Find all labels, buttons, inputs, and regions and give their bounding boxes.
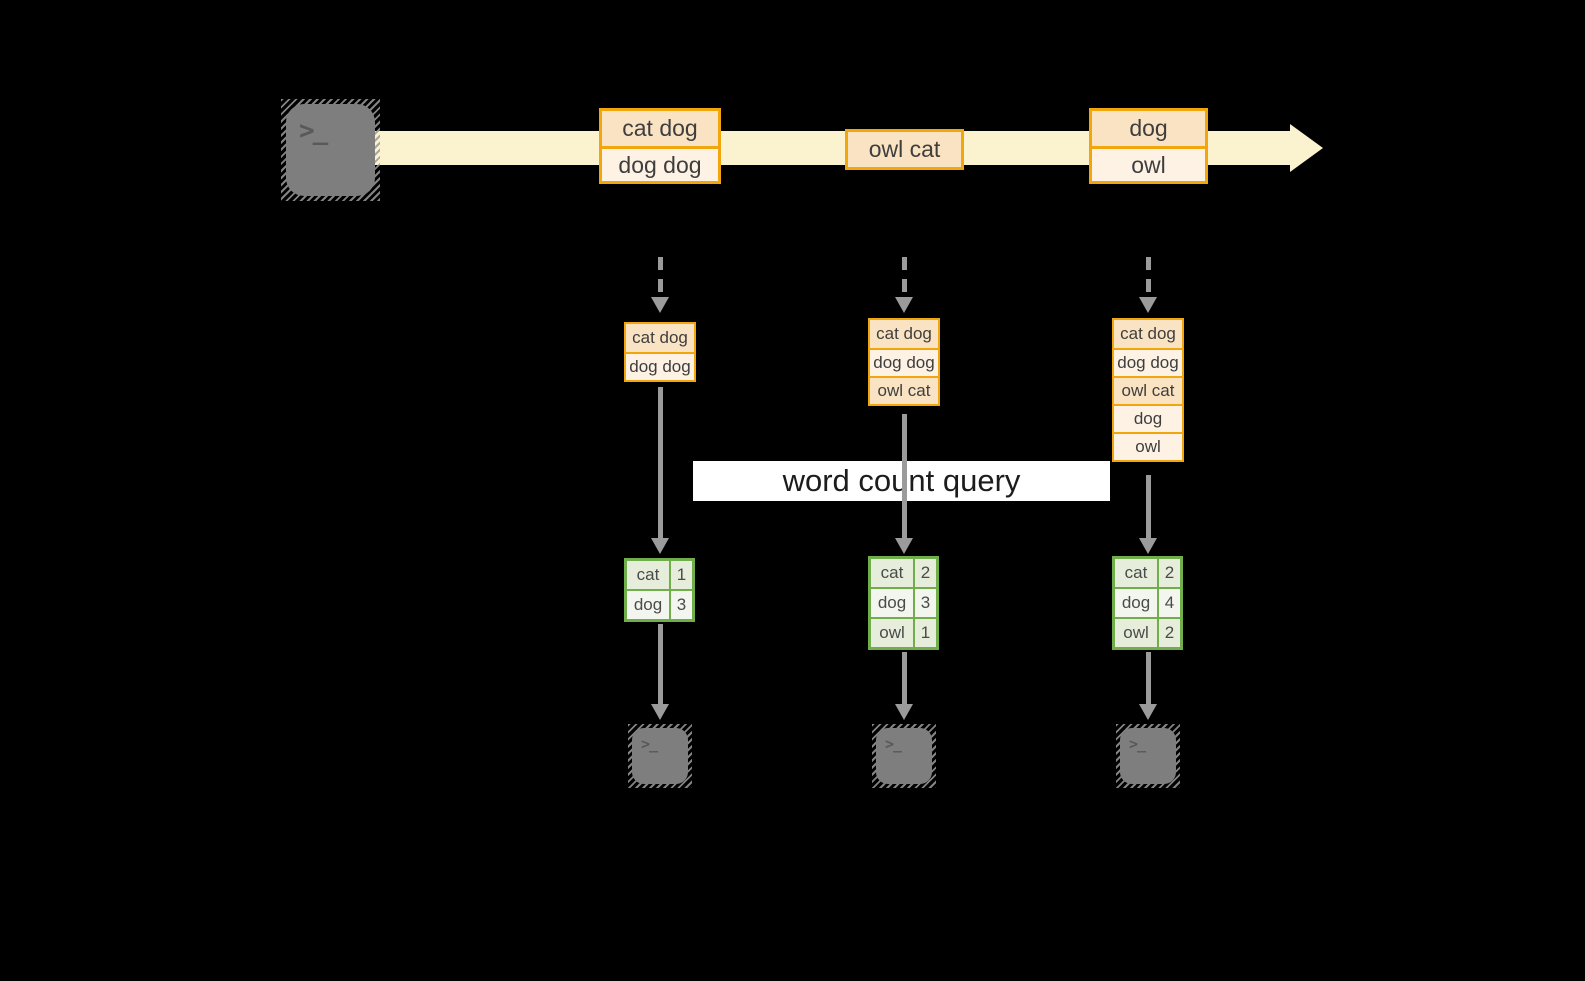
- state-cell: owl cat: [1114, 376, 1182, 404]
- query-arrow-1: [658, 387, 663, 538]
- output-terminal-icon-1: >_: [628, 724, 692, 788]
- batch-arrowhead-2: [895, 297, 913, 313]
- terminal-body: >_: [286, 104, 375, 196]
- source-terminal-icon: >_: [281, 99, 380, 201]
- query-arrowhead-1: [651, 538, 669, 554]
- state-cell: owl cat: [870, 376, 938, 404]
- query-arrow-3: [1146, 475, 1151, 538]
- state-stack-1: cat dog dog dog: [624, 322, 696, 382]
- state-cell: cat dog: [626, 324, 694, 352]
- word-count-table-3: cat 2 dog 4 owl 2: [1112, 556, 1183, 650]
- table-row: cat 2: [1115, 559, 1180, 587]
- state-cell: dog dog: [1114, 348, 1182, 376]
- terminal-prompt-icon: >_: [885, 735, 902, 753]
- output-arrow-1: [658, 624, 663, 704]
- count-cell: 3: [913, 589, 936, 617]
- state-cell: dog: [1114, 404, 1182, 432]
- state-cell: owl: [1114, 432, 1182, 460]
- table-row: cat 2: [871, 559, 936, 587]
- batch-arrow-dashed-1: [658, 257, 663, 299]
- stream-arrowhead-icon: [1290, 124, 1323, 172]
- count-cell: 1: [669, 561, 692, 589]
- stream-event-box-2: owl cat: [845, 129, 964, 170]
- query-arrowhead-2: [895, 538, 913, 554]
- output-arrow-3: [1146, 652, 1151, 704]
- stream-event-cell: dog: [1092, 111, 1205, 146]
- word-cell: cat: [1124, 563, 1148, 582]
- batch-arrow-dashed-3: [1146, 257, 1151, 299]
- terminal-body: >_: [876, 728, 932, 784]
- word-cell: dog: [1121, 593, 1151, 612]
- output-arrowhead-3: [1139, 704, 1157, 720]
- count-cell: 2: [1157, 619, 1180, 647]
- word-count-table-2: cat 2 dog 3 owl 1: [868, 556, 939, 650]
- output-terminal-icon-3: >_: [1116, 724, 1180, 788]
- batch-arrowhead-1: [651, 297, 669, 313]
- output-terminal-icon-2: >_: [872, 724, 936, 788]
- count-cell: 4: [1157, 589, 1180, 617]
- word-cell: dog: [877, 593, 907, 612]
- state-cell: cat dog: [1114, 320, 1182, 348]
- terminal-prompt-icon: >_: [1129, 735, 1146, 753]
- state-cell: dog dog: [626, 352, 694, 380]
- output-arrowhead-1: [651, 704, 669, 720]
- stream-event-box-1: cat dog dog dog: [599, 108, 721, 184]
- count-cell: 1: [913, 619, 936, 647]
- terminal-body: >_: [632, 728, 688, 784]
- count-cell: 2: [913, 559, 936, 587]
- state-stack-3: cat dog dog dog owl cat dog owl: [1112, 318, 1184, 462]
- stream-event-box-3: dog owl: [1089, 108, 1208, 184]
- terminal-prompt-icon: >_: [299, 116, 328, 146]
- batch-arrowhead-3: [1139, 297, 1157, 313]
- state-cell: cat dog: [870, 320, 938, 348]
- query-label-band: word count query: [693, 461, 1110, 501]
- table-row: owl 1: [871, 617, 936, 647]
- table-row: owl 2: [1115, 617, 1180, 647]
- query-label: word count query: [782, 463, 1021, 498]
- batch-arrow-dashed-2: [902, 257, 907, 299]
- word-cell: cat: [636, 565, 660, 584]
- output-arrow-2: [902, 652, 907, 704]
- table-row: dog 3: [627, 589, 692, 619]
- table-row: cat 1: [627, 561, 692, 589]
- word-cell: cat: [880, 563, 904, 582]
- count-cell: 3: [669, 591, 692, 619]
- word-cell: owl: [879, 623, 905, 642]
- query-arrow-2: [902, 414, 907, 538]
- stream-event-cell: owl cat: [848, 132, 961, 167]
- table-row: dog 4: [1115, 587, 1180, 617]
- output-arrowhead-2: [895, 704, 913, 720]
- word-cell: owl: [1123, 623, 1149, 642]
- state-stack-2: cat dog dog dog owl cat: [868, 318, 940, 406]
- table-row: dog 3: [871, 587, 936, 617]
- word-count-table-1: cat 1 dog 3: [624, 558, 695, 622]
- word-cell: dog: [633, 595, 663, 614]
- state-cell: dog dog: [870, 348, 938, 376]
- stream-event-cell: cat dog: [602, 111, 718, 146]
- query-arrowhead-3: [1139, 538, 1157, 554]
- terminal-body: >_: [1120, 728, 1176, 784]
- stream-event-cell: owl: [1092, 146, 1205, 181]
- stream-event-cell: dog dog: [602, 146, 718, 181]
- count-cell: 2: [1157, 559, 1180, 587]
- terminal-prompt-icon: >_: [641, 735, 658, 753]
